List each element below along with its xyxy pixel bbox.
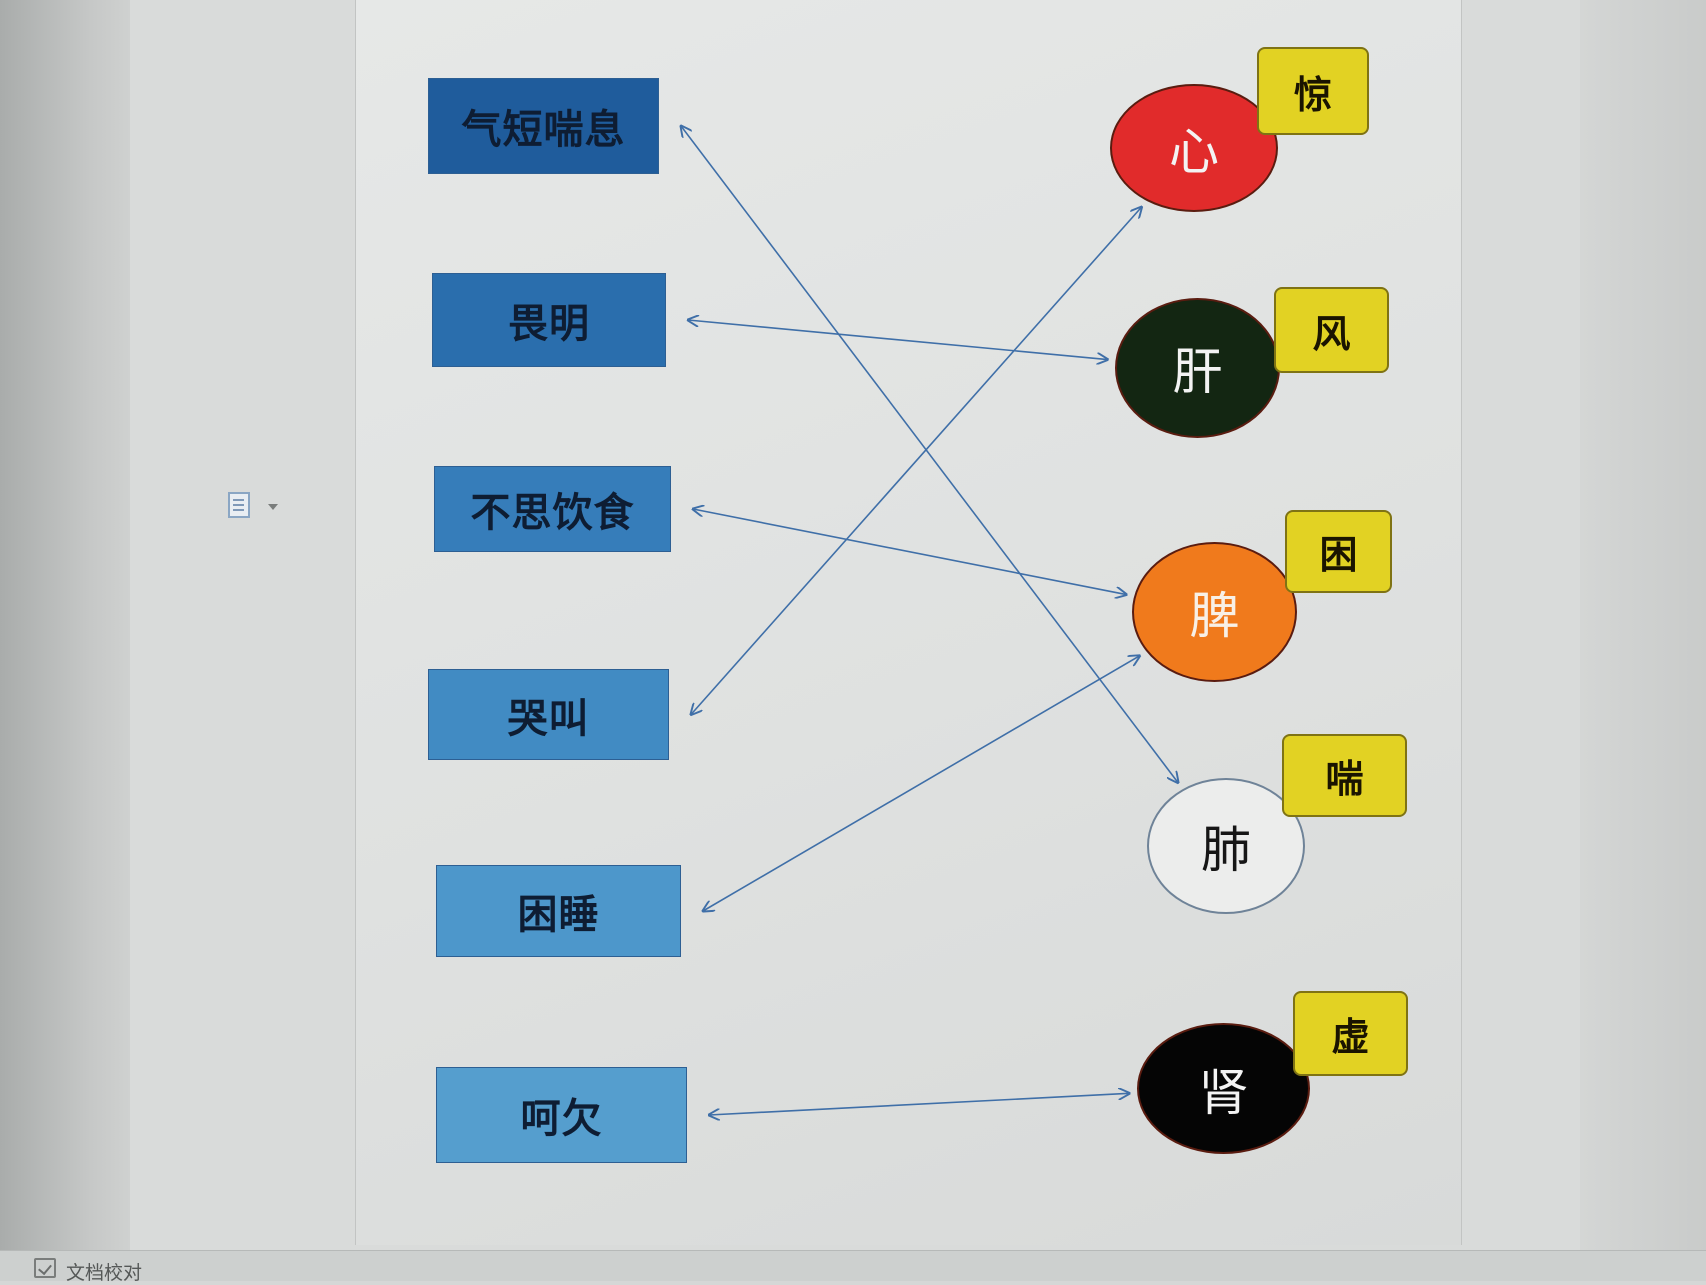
organ-circle-pi[interactable]: 脾: [1132, 542, 1297, 682]
organ-circle-shen[interactable]: 肾: [1137, 1023, 1310, 1154]
symptom-box-kujiao[interactable]: 哭叫: [428, 669, 669, 760]
chevron-down-icon[interactable]: [268, 504, 278, 510]
symptom-box-weiming[interactable]: 畏明: [432, 273, 666, 367]
emotion-tag-label: 风: [1312, 310, 1351, 356]
organ-circle-xin[interactable]: 心: [1110, 84, 1278, 212]
symptom-label: 呵欠: [520, 1095, 603, 1142]
symptom-box-qiduan[interactable]: 气短喘息: [428, 78, 659, 174]
emotion-tag-label: 虚: [1331, 1014, 1370, 1059]
emotion-tag-xu[interactable]: 虚: [1293, 991, 1408, 1076]
organ-circle-fei[interactable]: 肺: [1147, 778, 1305, 914]
symptom-label: 哭叫: [507, 694, 590, 742]
symptom-label: 不思饮食: [470, 489, 635, 536]
proofread-icon[interactable]: [34, 1258, 56, 1278]
left-margin-panel: [0, 0, 130, 1252]
emotion-tag-label: 喘: [1325, 756, 1364, 801]
status-bar: [0, 1250, 1706, 1281]
organ-label: 心: [1169, 123, 1219, 181]
organ-label: 肺: [1201, 821, 1251, 879]
right-margin-panel: [1580, 0, 1706, 1252]
emotion-tag-chuan[interactable]: 喘: [1282, 734, 1407, 817]
emotion-tag-label: 惊: [1293, 71, 1332, 117]
emotion-tag-feng[interactable]: 风: [1274, 287, 1389, 373]
paste-options-icon[interactable]: [228, 490, 254, 520]
emotion-tag-jing[interactable]: 惊: [1257, 47, 1369, 135]
status-proofread-label[interactable]: 文档校对: [66, 1262, 143, 1284]
symptom-box-heqian[interactable]: 呵欠: [436, 1067, 687, 1163]
organ-label: 脾: [1189, 587, 1240, 645]
symptom-label: 气短喘息: [461, 106, 626, 153]
emotion-tag-label: 困: [1319, 532, 1358, 577]
organ-circle-gan[interactable]: 肝: [1115, 298, 1280, 438]
organ-label: 肝: [1172, 343, 1223, 401]
emotion-tag-kun[interactable]: 困: [1285, 510, 1392, 593]
symptom-box-busi[interactable]: 不思饮食: [434, 466, 671, 552]
symptom-box-kunshui[interactable]: 困睡: [436, 865, 681, 957]
symptom-label: 畏明: [508, 300, 590, 347]
organ-label: 肾: [1198, 1063, 1249, 1122]
symptom-label: 困睡: [517, 891, 600, 938]
